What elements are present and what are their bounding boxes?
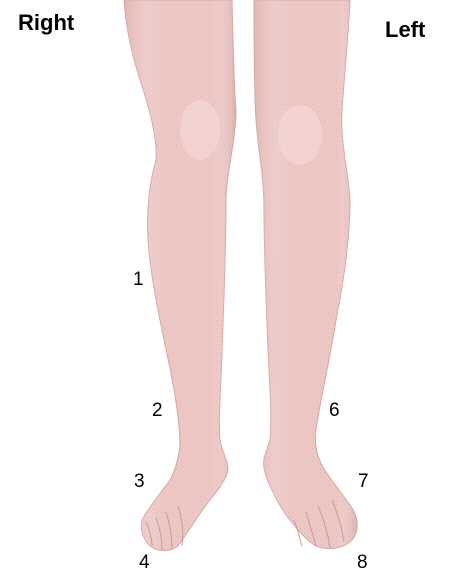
point-label-1: 1 <box>133 270 144 289</box>
point-label-3: 3 <box>134 472 145 491</box>
point-label-7: 7 <box>358 472 369 491</box>
point-label-6: 6 <box>329 401 340 420</box>
point-label-8: 8 <box>357 553 368 572</box>
left-leg <box>254 0 357 548</box>
right-side-label: Right <box>18 12 74 34</box>
point-label-4: 4 <box>139 553 150 572</box>
left-side-label: Left <box>385 19 425 41</box>
point-label-2: 2 <box>152 401 163 420</box>
